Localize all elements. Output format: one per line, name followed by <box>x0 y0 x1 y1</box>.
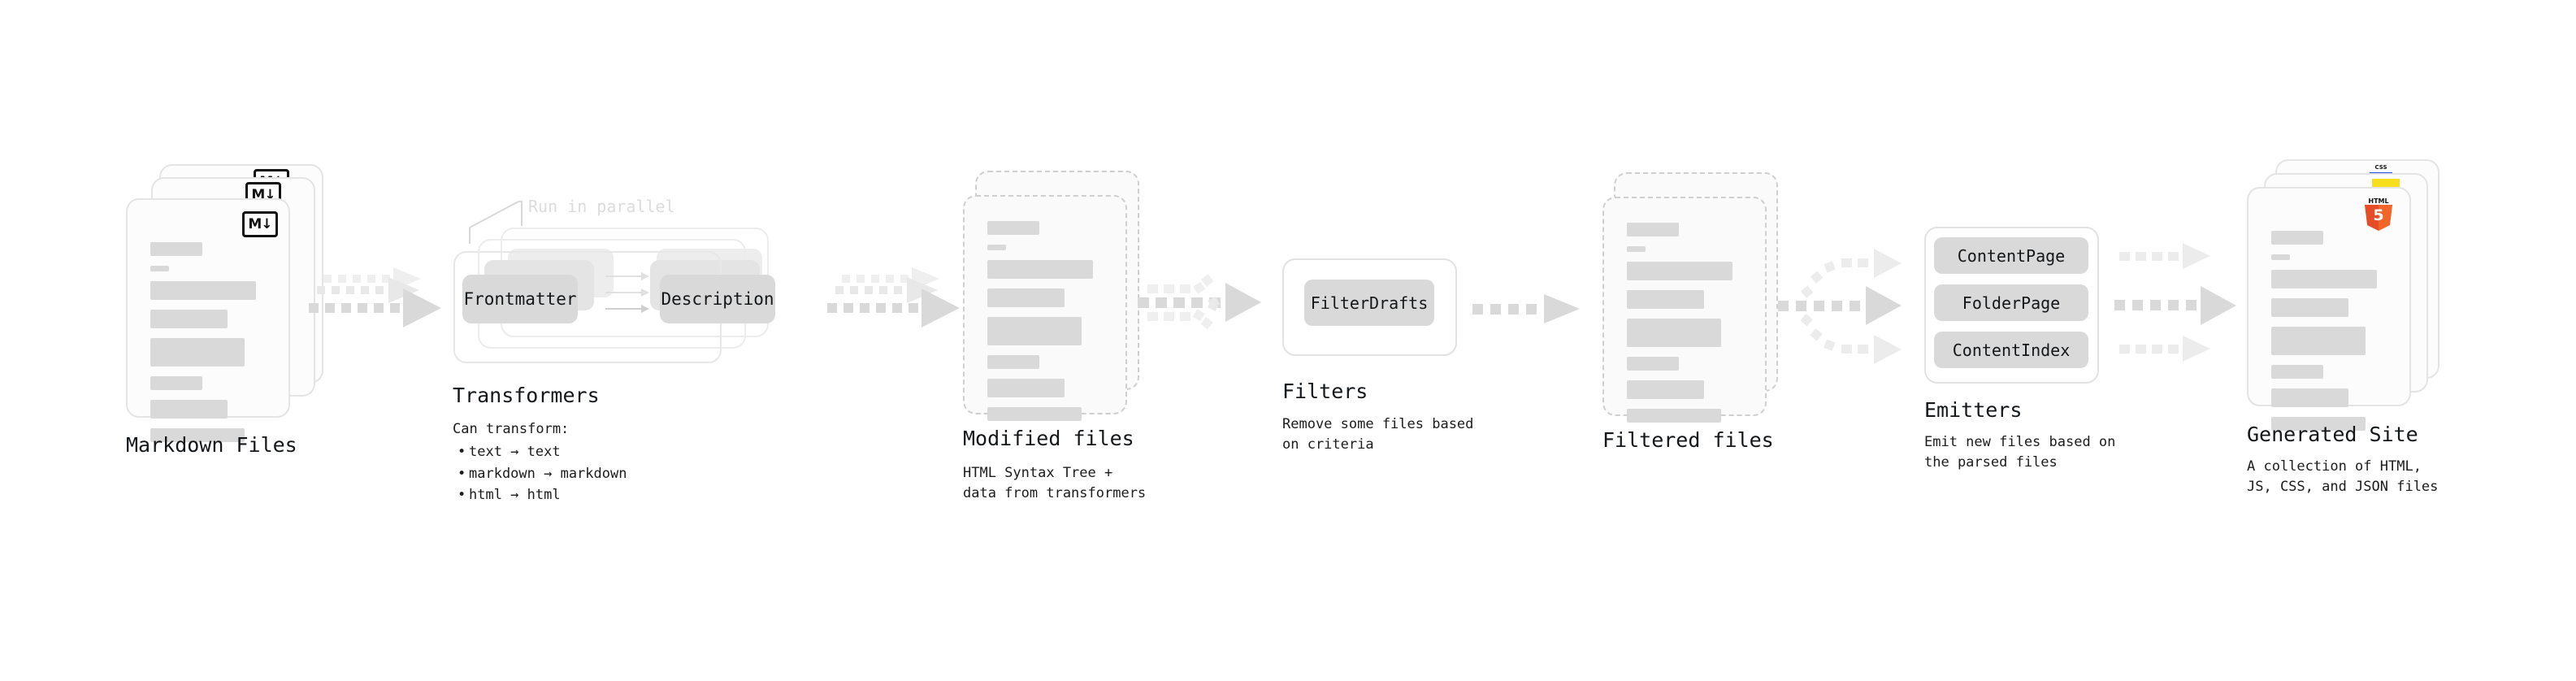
filtered-card-front <box>1602 197 1767 423</box>
conn-filters-to-filtered <box>1472 294 1586 323</box>
emitter-chip-contentindex[interactable]: ContentIndex <box>1934 332 2088 368</box>
markdown-files-title: Markdown Files <box>126 433 297 457</box>
filter-chip-filterdrafts[interactable]: FilterDrafts <box>1304 280 1434 326</box>
doc-bar <box>987 379 1065 397</box>
modified-card-bars <box>987 221 1104 431</box>
transformers-list-item: html → html <box>458 484 627 506</box>
filters-subtitle: Remove some files based on criteria <box>1282 416 1474 453</box>
transformers-title: Transformers <box>453 384 600 407</box>
doc-bar <box>150 376 202 390</box>
markdown-badge-front: M↓ <box>242 211 278 237</box>
modified-card-front <box>963 195 1127 421</box>
markdown-card-bars <box>150 242 267 452</box>
doc-bar <box>1627 246 1646 252</box>
doc-bar <box>2271 417 2366 431</box>
doc-bar <box>987 355 1039 369</box>
emitter-chip-contentpage[interactable]: ContentPage <box>1934 237 2088 274</box>
markdown-card-front: M↓ <box>126 198 290 442</box>
doc-bar <box>150 266 169 271</box>
doc-bar <box>987 288 1065 307</box>
generated-site-title: Generated Site <box>2247 423 2418 446</box>
generated-card-bars <box>2271 231 2388 440</box>
doc-bar <box>2271 254 2290 260</box>
doc-bar <box>987 221 1039 235</box>
doc-bar <box>1627 409 1721 423</box>
doc-bar <box>2271 270 2377 288</box>
filtered-card-bars <box>1627 223 1744 432</box>
doc-bar <box>150 281 256 300</box>
conn-emitters-to-site <box>2114 236 2244 374</box>
doc-bar <box>987 245 1006 250</box>
transformer-node-description[interactable]: Description <box>660 275 775 323</box>
emitter-chip-folderpage[interactable]: FolderPage <box>1934 284 2088 321</box>
transformers-list-item: markdown → markdown <box>458 463 627 485</box>
doc-bar <box>1627 290 1704 309</box>
doc-bar <box>987 317 1082 345</box>
generated-site-subtitle: A collection of HTML, JS, CSS, and JSON … <box>2247 458 2439 495</box>
generated-site-stack: CSS HTML 5 <box>0 0 2439 431</box>
html5-five: 5 <box>2373 206 2384 224</box>
doc-bar <box>1627 357 1679 371</box>
html5-icon: HTML 5 <box>2365 197 2392 231</box>
doc-bar <box>2271 327 2366 355</box>
doc-bar <box>150 242 202 256</box>
modified-files-title: Modified files <box>963 427 1134 450</box>
doc-bar <box>987 407 1082 421</box>
modified-files-subtitle: HTML Syntax Tree + data from transformer… <box>963 465 1147 501</box>
doc-bar <box>2271 388 2348 407</box>
emitters-title: Emitters <box>1924 398 2023 422</box>
doc-bar <box>1627 319 1721 347</box>
doc-bar <box>1627 380 1704 399</box>
doc-bar <box>150 400 228 419</box>
conn-modified-to-filters <box>1138 254 1280 343</box>
doc-bar <box>150 428 245 442</box>
doc-bar <box>2271 231 2323 245</box>
doc-bar <box>150 338 245 367</box>
html5-wordmark: HTML <box>2368 197 2389 205</box>
transformer-node-frontmatter[interactable]: Frontmatter <box>462 275 578 323</box>
doc-bar <box>1627 223 1679 236</box>
conn-markdown-to-transformers <box>307 267 445 340</box>
transformers-capability-list: Can transform: text → text markdown → ma… <box>453 419 627 506</box>
doc-bar <box>987 260 1093 279</box>
doc-bar <box>2271 365 2323 379</box>
doc-bar <box>150 310 228 328</box>
transformer-inner-arrows <box>605 271 654 323</box>
doc-bar <box>1627 262 1733 280</box>
conn-transformers-to-modified <box>826 267 964 340</box>
run-in-parallel-bracket <box>468 195 574 245</box>
generated-card-front: HTML 5 <box>2247 187 2411 431</box>
filtered-files-title: Filtered files <box>1602 428 1774 452</box>
transformers-list-lead: Can transform: <box>453 421 570 437</box>
run-in-parallel-label: Run in parallel <box>528 197 675 216</box>
filters-title: Filters <box>1282 380 1368 403</box>
emitters-subtitle: Emit new files based on the parsed files <box>1924 434 2116 471</box>
conn-filtered-to-emitters <box>1778 236 1920 374</box>
doc-bar <box>2271 298 2348 317</box>
transformers-list-item: text → text <box>458 441 627 463</box>
